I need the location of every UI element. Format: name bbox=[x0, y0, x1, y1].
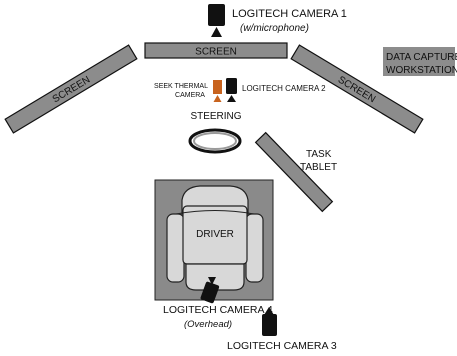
thermal-camera-label-line2: CAMERA bbox=[175, 92, 205, 99]
thermal-camera-mount-icon bbox=[213, 95, 222, 102]
screen-center-label: SCREEN bbox=[195, 47, 237, 58]
task-tablet-label-line1: TASK bbox=[306, 149, 332, 160]
logitech-camera-3 bbox=[262, 307, 277, 336]
camera-1-body-icon bbox=[208, 4, 225, 26]
camera-4-label: LOGITECH CAMERA 4 bbox=[163, 304, 273, 316]
camera-3-body-icon bbox=[262, 314, 277, 336]
workstation-label-line1: DATA CAPTURE bbox=[386, 52, 457, 63]
camera-2-mount-icon bbox=[227, 95, 236, 102]
camera-4-body-icon bbox=[200, 281, 220, 304]
screen-right bbox=[290, 44, 424, 134]
camera-2-body-icon bbox=[226, 78, 237, 94]
seat-seam bbox=[175, 210, 255, 215]
steering-wheel-icon bbox=[188, 128, 242, 154]
workstation-label-line2: WORKSTATION bbox=[386, 65, 457, 76]
screen-left bbox=[4, 44, 138, 134]
steering-label: STEERING bbox=[190, 111, 241, 122]
screen-center bbox=[144, 42, 288, 59]
seat-left-bolster bbox=[166, 213, 185, 283]
camera-4-note: (Overhead) bbox=[184, 319, 232, 330]
seat-right-bolster bbox=[245, 213, 264, 283]
camera-1-mount-icon bbox=[211, 27, 222, 37]
steering-wheel-inner bbox=[193, 132, 237, 150]
thermal-camera-label-line1: SEEK THERMAL bbox=[154, 83, 208, 90]
camera-2-label: LOGITECH CAMERA 2 bbox=[242, 84, 326, 93]
driver-label: DRIVER bbox=[196, 229, 234, 240]
logitech-camera-1 bbox=[208, 4, 225, 37]
thermal-camera-body-icon bbox=[213, 80, 222, 94]
camera-3-label: LOGITECH CAMERA 3 bbox=[227, 340, 337, 352]
task-tablet bbox=[254, 131, 334, 213]
camera-4-mount-icon bbox=[208, 277, 216, 285]
camera-3-mount-icon bbox=[264, 307, 274, 315]
data-capture-workstation bbox=[383, 47, 455, 76]
camera-1-label: LOGITECH CAMERA 1 bbox=[232, 8, 347, 20]
camera-1-note: (w/microphone) bbox=[240, 23, 309, 34]
seek-thermal-camera bbox=[213, 80, 222, 102]
logitech-camera-4 bbox=[200, 277, 220, 304]
task-tablet-label-line2: TABLET bbox=[300, 162, 337, 173]
logitech-camera-2 bbox=[226, 78, 237, 102]
